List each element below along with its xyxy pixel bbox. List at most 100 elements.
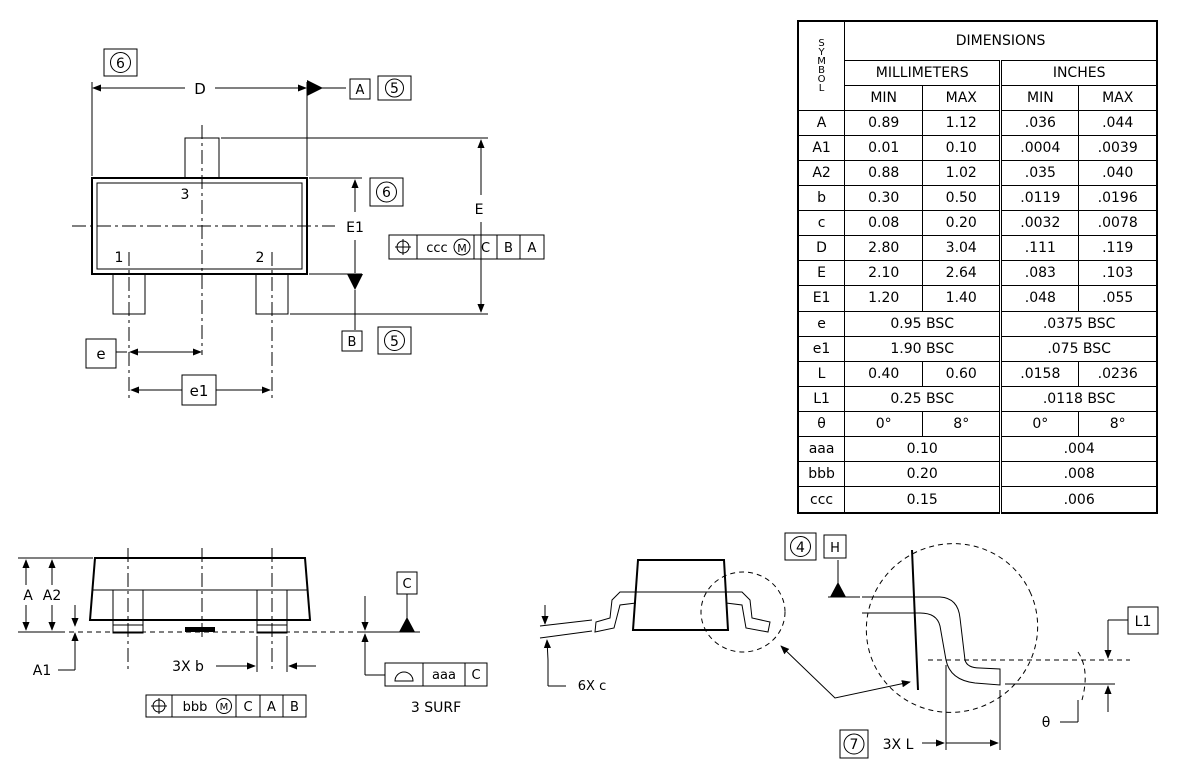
dim-label-a1: A1 [33, 663, 51, 679]
min-header: MIN [844, 84, 924, 111]
fcf-bbb-mod: M [220, 702, 229, 713]
callout-6-top-label: 6 [116, 56, 125, 72]
value-cell: 1.20 [844, 285, 924, 312]
dim-label-a2: A2 [43, 588, 61, 604]
value-cell: .083 [999, 260, 1080, 287]
symbol-cell: A2 [797, 159, 846, 186]
symbol-cell: e [797, 310, 846, 337]
callout-4-circle [790, 536, 811, 557]
end-lead-right [725, 591, 771, 633]
detail-leader [780, 645, 911, 699]
callout-6-top-circle [110, 52, 131, 73]
datum-b-triangle [347, 274, 363, 290]
pin-2-label: 2 [256, 250, 265, 266]
dim-line-c-2 [539, 630, 593, 639]
callout-6-mid-circle [376, 181, 397, 203]
value-cell: .0004 [999, 134, 1080, 161]
value-cell: .004 [999, 436, 1158, 463]
end-body [631, 559, 730, 631]
fcf-position-ccc: ccc M C B A [388, 234, 545, 260]
pin-1-label: 1 [115, 250, 124, 266]
callout-4-label: 4 [796, 540, 805, 556]
dim-label-e: E [475, 202, 484, 218]
fcf-profile-aaa: aaa C [384, 662, 488, 687]
datum-h-box [823, 534, 847, 559]
symbol-cell: E [797, 260, 846, 287]
fcf-aaa-datum: C [471, 668, 480, 683]
value-cell: 2.80 [844, 235, 924, 262]
value-cell: 1.12 [922, 109, 1002, 136]
fcf-bbb-d2: A [267, 700, 276, 715]
dim-label-3xl: 3X L [883, 737, 914, 753]
value-cell: .0375 BSC [999, 310, 1158, 337]
datum-a-triangle [307, 80, 323, 96]
value-cell: .119 [1078, 235, 1158, 262]
value-cell: 0.40 [844, 360, 924, 387]
dim-label-e1: E1 [346, 220, 364, 236]
value-cell: .0078 [1078, 209, 1158, 237]
dimensions-header: DIMENSIONS [844, 20, 1158, 61]
callout-5-top-box [377, 75, 412, 101]
value-cell: 3.04 [922, 235, 1002, 262]
detail-circle-small [700, 571, 786, 653]
value-cell: 0.08 [844, 209, 924, 237]
value-cell: .0118 BSC [999, 385, 1158, 413]
value-cell: .008 [999, 461, 1158, 488]
end-lead-left [594, 591, 637, 633]
fcf-ccc-d1: C [481, 241, 490, 256]
value-cell: .0158 [999, 360, 1080, 387]
fcf-bbb-tol: bbb [183, 700, 208, 715]
value-cell: 0.30 [844, 184, 924, 212]
value-cell: 0.01 [844, 134, 924, 161]
detail-body-edge [911, 549, 919, 691]
callout-5-bottom-box [377, 326, 412, 355]
value-cell: 2.10 [844, 260, 924, 287]
dim-label-a: A [23, 588, 33, 604]
callout-5-bottom-circle [384, 330, 405, 351]
symbol-cell: ccc [797, 486, 846, 514]
symbol-header-char: L [818, 82, 825, 94]
symbol-cell: bbb [797, 461, 846, 488]
detail-circle-large [865, 543, 1039, 713]
surf-note: 3 SURF [411, 700, 461, 716]
dim-label-e1-small: e1 [190, 382, 209, 400]
value-cell: 0.10 [922, 134, 1002, 161]
dim-label-3xb: 3X b [172, 659, 204, 675]
value-cell: 2.64 [922, 260, 1002, 287]
dimensions-table: S Y M B O L DIMENSIONS MILLIMETERS INCHE… [797, 20, 1158, 514]
value-cell: .111 [999, 235, 1080, 262]
datum-c-label: C [402, 577, 411, 592]
value-cell: .044 [1078, 109, 1158, 136]
inches-header: INCHES [999, 59, 1158, 86]
value-cell: 0.20 [844, 461, 1002, 488]
value-cell: 8° [1078, 410, 1158, 438]
value-cell: .0119 [999, 184, 1080, 212]
callout-6-mid-box [369, 177, 404, 207]
callout-5-bottom-label: 5 [390, 334, 399, 350]
datum-c-triangle [399, 617, 415, 632]
value-cell: 0.89 [844, 109, 924, 136]
symbol-header-char: M [817, 55, 826, 67]
dim-label-d: D [194, 80, 206, 98]
symbol-header-char: S [818, 37, 825, 49]
symbol-cell: θ [797, 410, 846, 438]
symbol-cell: D [797, 235, 846, 262]
dim-label-e-small: e [96, 345, 105, 363]
value-cell: 0.88 [844, 159, 924, 186]
symbol-cell: E1 [797, 285, 846, 312]
datum-h-label: H [830, 541, 840, 556]
symbol-header-char: O [817, 73, 826, 85]
